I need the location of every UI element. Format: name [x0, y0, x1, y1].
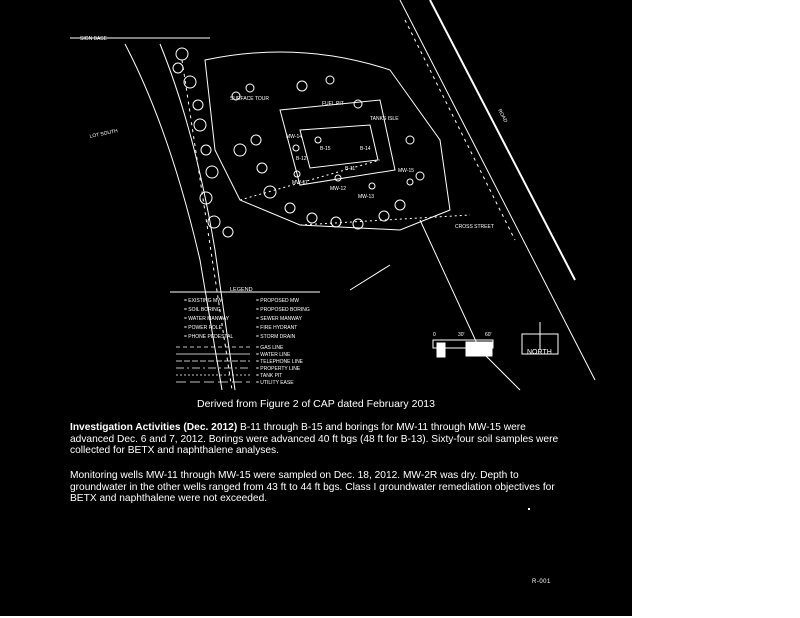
left-road-curve-inner: [159, 43, 236, 391]
right-road-edge-inner: [399, 0, 596, 381]
building-outline: [279, 99, 396, 186]
map-label-lot: LOT SOUTH: [89, 128, 119, 140]
legend-line-item: = PROPERTY LINE: [256, 366, 301, 372]
investigation-heading: Investigation Activities (Dec. 2012): [70, 422, 238, 433]
scale-zero: 0: [433, 332, 436, 338]
legend-left-item: = PHONE PEDESTAL: [184, 334, 233, 340]
map-label-tanks: TANKS ISLE: [370, 116, 399, 122]
figure-caption: Derived from Figure 2 of CAP dated Febru…: [197, 398, 435, 410]
investigation-paragraph: Investigation Activities (Dec. 2012) B-1…: [70, 422, 560, 457]
legend-right-item: = PROPOSED MW: [256, 298, 299, 304]
map-label-surface: SURFACE TOUR: [230, 96, 269, 102]
curb-line: [419, 219, 521, 391]
legend-line-item: = UTILITY EASE: [256, 380, 294, 386]
investigation-body: B-11 through B-15 and borings for MW-11 …: [70, 422, 559, 456]
legend-right-item: = FIRE HYDRANT: [256, 325, 297, 331]
property-line-2: [299, 214, 471, 226]
map-label-b11: B-11: [345, 166, 355, 172]
map-label-mw15: MW-15: [398, 168, 414, 174]
scale-mid: 30': [458, 332, 465, 338]
map-label-b15: B-15: [320, 146, 331, 152]
map-label-mw14: MW-14: [286, 134, 302, 140]
legend-line-item: = TELEPHONE LINE: [256, 359, 304, 365]
legend-line-item: = TANK PIT: [256, 373, 282, 379]
legend-right-item: = PROPOSED BORING: [256, 307, 310, 313]
map-label-b14: B-14: [360, 146, 371, 152]
right-road-edge: [429, 0, 576, 281]
map-label-mw13: MW-13: [358, 194, 374, 200]
map-label-mw11: MW-11: [292, 180, 308, 186]
page-number: R-001: [532, 579, 551, 585]
map-label-mw12: MW-12: [330, 186, 346, 192]
document-page: SIGN BASE SURFACE TOUR FUEL PIT TANKS IS…: [0, 0, 632, 616]
scale-end: 60': [485, 332, 492, 338]
property-line: [239, 159, 381, 201]
right-road-centerline: [404, 19, 516, 241]
north-label: NORTH: [527, 349, 552, 356]
legend-right-item: = STORM DRAIN: [256, 334, 296, 340]
legend-line-item: = GAS LINE: [256, 345, 284, 351]
tank-pit-outline: [299, 124, 379, 169]
lower-road-marker: [349, 264, 391, 291]
map-label-b12: B-12: [296, 156, 307, 162]
stray-dot: [528, 508, 530, 510]
left-road-centerline: [181, 59, 233, 391]
legend-left-item: = WATER MANWAY: [184, 316, 230, 322]
legend-right-item: = SEWER MANWAY: [256, 316, 303, 322]
monitoring-paragraph: Monitoring wells MW-11 through MW-15 wer…: [70, 470, 555, 504]
legend-title: LEGEND: [230, 287, 253, 293]
site-boundary: [204, 51, 451, 231]
legend-left-item: = POWER POLE: [184, 325, 223, 331]
legend-left-item: = SOIL BORING: [184, 307, 221, 313]
map-label-cross: CROSS STREET: [455, 224, 494, 230]
map-label-fuel: FUEL PIT: [322, 101, 344, 107]
legend-left-item: = EXISTING MW: [184, 298, 222, 304]
site-map-figure: SIGN BASE SURFACE TOUR FUEL PIT TANKS IS…: [70, 0, 596, 391]
map-label-sign-base: SIGN BASE: [80, 36, 108, 42]
legend-line-item: = WATER LINE: [256, 352, 291, 358]
map-label-road: ROAD: [496, 108, 508, 124]
left-road-curve: [124, 43, 223, 391]
